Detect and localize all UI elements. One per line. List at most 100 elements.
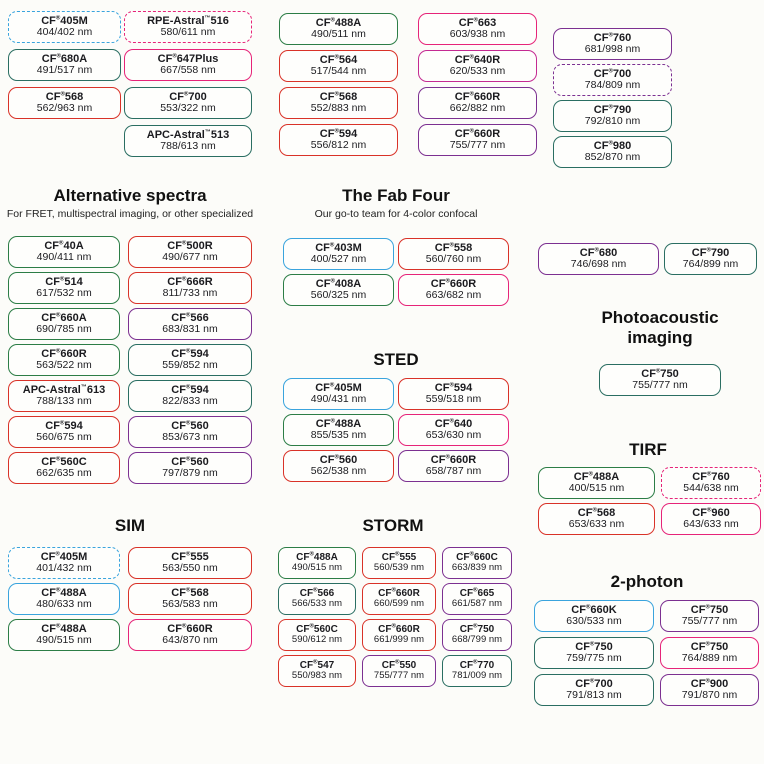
dye-name: CF®568 <box>577 506 616 519</box>
section-alternative-spectra: Alternative spectra For FRET, multispect… <box>0 186 260 484</box>
dye-ex-em-wavelengths: 544/638 nm <box>683 482 739 495</box>
dye-ex-em-wavelengths: 788/133 nm <box>36 395 92 408</box>
dye-name: CF®488A <box>315 417 362 430</box>
dye-name: RPE-Astral™516 <box>147 14 229 27</box>
dye-ex-em-wavelengths: 792/810 nm <box>584 115 641 128</box>
dye-ex-em-wavelengths: 643/633 nm <box>683 518 739 531</box>
dye-ex-em-wavelengths: 400/515 nm <box>568 482 625 495</box>
dye-name: CF®560 <box>171 455 209 468</box>
dye-name: CF®594 <box>434 381 473 394</box>
dye-ex-em-wavelengths: 791/870 nm <box>681 689 738 702</box>
dye-ex-em-wavelengths: 797/879 nm <box>162 467 218 480</box>
dye-ex-em-wavelengths: 560/760 nm <box>425 253 482 266</box>
dye-ex-em-wavelengths: 764/889 nm <box>681 652 738 665</box>
dye-name: CF®488A <box>573 470 620 483</box>
dye-name: CF®408A <box>315 277 362 290</box>
dye-ex-em-wavelengths: 617/532 nm <box>36 287 92 300</box>
dye-name: CF®566 <box>171 311 209 324</box>
dye-ex-em-wavelengths: 563/583 nm <box>162 598 218 611</box>
dye-ex-em-wavelengths: 791/813 nm <box>566 689 622 702</box>
dye-name: CF®660R <box>454 127 501 140</box>
dye-ex-em-wavelengths: 560/539 nm <box>373 562 425 574</box>
dye-name: CF®568 <box>319 90 358 103</box>
section-subtitle: Our go-to team for 4-color confocal <box>314 208 478 220</box>
dye-ex-em-wavelengths: 788/613 nm <box>160 140 216 153</box>
dye-name: CF®560 <box>319 453 358 466</box>
dye-name: CF®488A <box>296 551 338 564</box>
dye-ex-em-wavelengths: 662/882 nm <box>449 102 506 115</box>
dye-name: CF®660R <box>41 347 87 360</box>
dye-ex-em-wavelengths: 490/411 nm <box>36 251 92 264</box>
dye-name: CF®555 <box>381 551 417 564</box>
section-fab-four: The Fab Four Our go-to team for 4-color … <box>278 186 514 306</box>
dye-ex-em-wavelengths: 653/630 nm <box>425 429 482 442</box>
dye-ex-em-wavelengths: 663/839 nm <box>451 562 503 574</box>
dye-ex-em-wavelengths: 590/612 nm <box>291 634 343 646</box>
dye-name: CF®640R <box>454 53 501 66</box>
dye-ex-em-wavelengths: 563/522 nm <box>36 359 92 372</box>
dye-name: CF®666R <box>167 275 213 288</box>
section-title: The Fab Four <box>342 186 450 205</box>
dye-ex-em-wavelengths: 490/515 nm <box>36 634 92 647</box>
dye-name: CF®660K <box>571 603 617 616</box>
dye-name: CF®700 <box>575 677 613 690</box>
dye-name: CF®700 <box>169 90 207 103</box>
dye-ex-em-wavelengths: 566/533 nm <box>291 598 343 610</box>
dye-name: CF®680 <box>579 246 618 259</box>
dye-ex-em-wavelengths: 663/682 nm <box>425 289 482 302</box>
dye-ex-em-wavelengths: 853/673 nm <box>162 431 218 444</box>
dye-ex-em-wavelengths: 681/998 nm <box>584 43 641 56</box>
dye-ex-em-wavelengths: 811/733 nm <box>162 287 218 300</box>
dye-ex-em-wavelengths: 562/538 nm <box>310 465 367 478</box>
dye-name: CF®750 <box>690 640 729 653</box>
dye-name: CF®488A <box>41 622 87 635</box>
dye-name: CF®660R <box>454 90 501 103</box>
